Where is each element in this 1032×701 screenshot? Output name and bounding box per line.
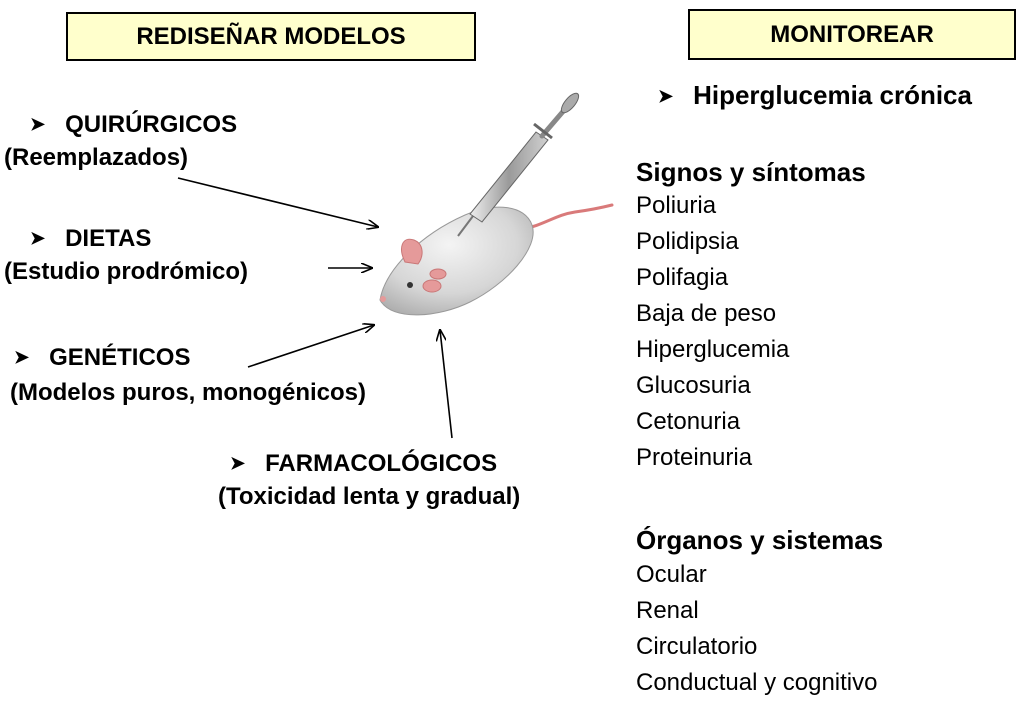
list-item: Hiperglucemia <box>636 336 790 363</box>
bullet-arrow-icon: ➤ <box>658 86 674 106</box>
list-item: Glucosuria <box>636 372 751 399</box>
mouse-illustration <box>379 92 614 316</box>
mouse-tail <box>518 203 614 232</box>
list-item: Conductual y cognitivo <box>636 669 878 696</box>
signos-sintomas-heading: Signos y síntomas <box>636 157 866 187</box>
dietas-label: ➤DIETAS <box>30 225 152 252</box>
list-item: Proteinuria <box>636 444 753 471</box>
organos-sistemas-heading: Órganos y sistemas <box>636 525 884 555</box>
mouse-nose <box>380 296 386 302</box>
list-item: Renal <box>636 597 699 624</box>
syringe-icon <box>457 92 580 237</box>
arrows <box>177 177 453 439</box>
quirurgicos-subtitle: (Reemplazados) <box>4 144 189 171</box>
list-item: Ocular <box>636 561 707 588</box>
list-item: Baja de peso <box>636 300 777 327</box>
list-item: Cetonuria <box>636 408 741 435</box>
farmacologicos-label: ➤FARMACOLÓGICOS <box>230 450 498 477</box>
geneticos-label: ➤GENÉTICOS <box>14 344 191 371</box>
geneticos-subtitle: (Modelos puros, monogénicos) <box>10 379 367 406</box>
mouse-ear <box>401 238 423 265</box>
quirurgicos-label: ➤QUIRÚRGICOS <box>30 111 238 138</box>
dietas-subtitle: (Estudio prodrómico) <box>4 258 248 285</box>
arrow-farmacologicos <box>440 330 453 439</box>
bullet-arrow-icon: ➤ <box>30 114 46 134</box>
farmacologicos-subtitle: (Toxicidad lenta y gradual) <box>218 483 521 510</box>
hiperglucemia-cronica-item: ➤Hiperglucemia crónica <box>658 80 972 110</box>
bullet-arrow-icon: ➤ <box>230 453 246 473</box>
redisenar-modelos-header: REDISEÑAR MODELOS <box>66 12 476 61</box>
arrow-geneticos <box>247 325 374 368</box>
monitorear-header: MONITOREAR <box>688 9 1016 60</box>
mouse-eye <box>407 282 413 288</box>
list-item: Polidipsia <box>636 228 739 255</box>
mouse-paw <box>429 268 447 280</box>
signos-list: Poliuria Polidipsia Polifagia Baja de pe… <box>636 188 789 476</box>
mouse-paw <box>422 279 442 293</box>
bullet-arrow-icon: ➤ <box>14 347 30 367</box>
list-item: Poliuria <box>636 192 717 219</box>
bullet-arrow-icon: ➤ <box>30 228 46 248</box>
arrow-quirurgicos <box>177 177 378 227</box>
list-item: Circulatorio <box>636 633 758 660</box>
list-item: Polifagia <box>636 264 729 291</box>
organos-list: Ocular Renal Circulatorio Conductual y c… <box>636 557 877 701</box>
mouse-body <box>379 206 534 316</box>
